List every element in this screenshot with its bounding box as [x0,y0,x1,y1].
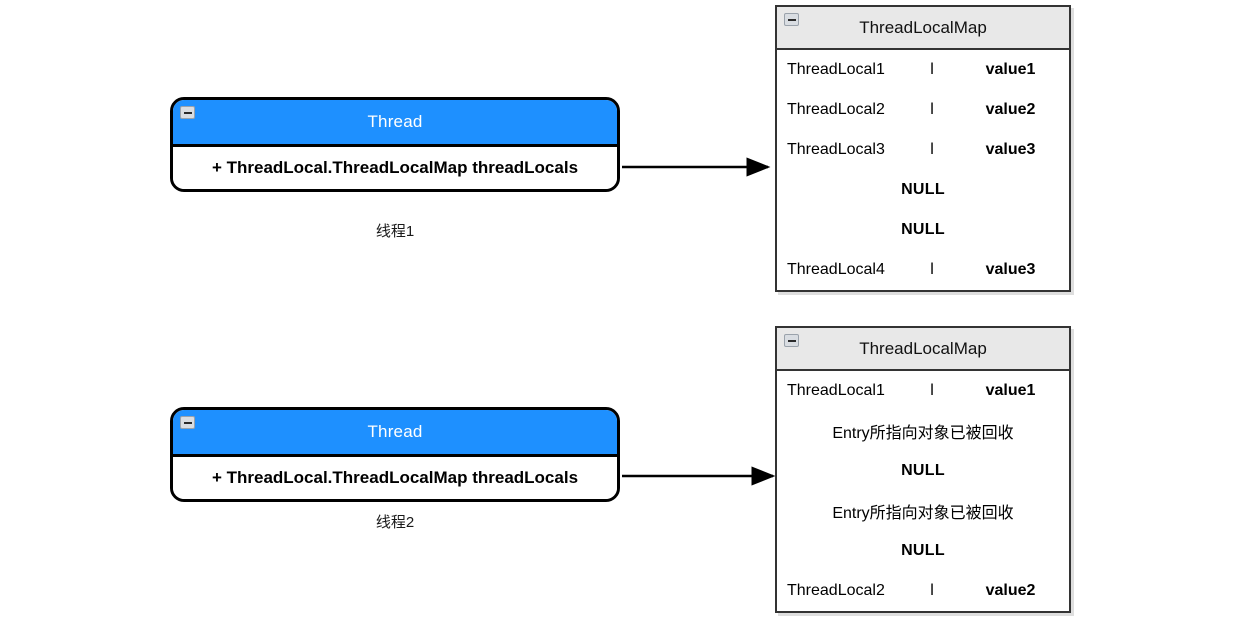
entry-value: value2 [985,582,1036,599]
thread-caption-2: 线程2 [375,514,415,531]
thread-body-2: + ThreadLocal.ThreadLocalMap threadLocal… [173,457,617,499]
threadlocalmap-box-2[interactable]: ThreadLocalMap ThreadLocal1 l value1 Ent… [775,326,1071,613]
thread-attribute: + ThreadLocal.ThreadLocalMap threadLocal… [211,158,579,177]
thread-title: Thread [367,422,423,441]
entry-value: value3 [985,261,1036,278]
entry-null: NULL [901,542,945,559]
threadlocalmap-title: ThreadLocalMap [859,17,987,37]
arrow-thread2-to-map2 [622,466,776,486]
entry-separator: l [930,261,934,278]
table-row: ThreadLocal4 l value3 [777,250,1069,290]
thread-attribute: + ThreadLocal.ThreadLocalMap threadLocal… [211,468,579,487]
thread-header-2: Thread [173,410,617,457]
entry-key: ThreadLocal2 [787,101,885,118]
entry-key: ThreadLocal1 [787,61,885,78]
table-row: NULL [777,451,1069,491]
thread-header-1: Thread [173,100,617,147]
entry-key: ThreadLocal4 [787,261,885,278]
entry-collected-note: Entry所指向对象已被回收 [832,505,1014,522]
minus-icon[interactable] [180,106,195,119]
entry-value: value1 [985,382,1036,399]
entry-null: NULL [901,221,945,238]
entry-separator: l [930,582,934,599]
table-row: NULL [777,210,1069,250]
entry-separator: l [930,382,934,399]
minus-icon[interactable] [180,416,195,429]
table-row: NULL [777,170,1069,210]
threadlocalmap-rows-2: ThreadLocal1 l value1 Entry所指向对象已被回收 NUL… [777,371,1069,611]
entry-key: ThreadLocal1 [787,382,885,399]
thread-title: Thread [367,112,423,131]
entry-null: NULL [901,181,945,198]
entry-key: ThreadLocal2 [787,582,885,599]
minus-icon[interactable] [784,334,799,347]
thread-caption-1: 线程1 [375,223,415,240]
entry-separator: l [930,101,934,118]
table-row: ThreadLocal2 l value2 [777,571,1069,611]
entry-separator: l [930,141,934,158]
entry-null: NULL [901,462,945,479]
table-row: Entry所指向对象已被回收 [777,491,1069,531]
table-row: ThreadLocal1 l value1 [777,50,1069,90]
entry-value: value2 [985,101,1036,118]
entry-collected-note: Entry所指向对象已被回收 [832,425,1014,442]
thread-body-1: + ThreadLocal.ThreadLocalMap threadLocal… [173,147,617,189]
entry-key: ThreadLocal3 [787,141,885,158]
threadlocalmap-header-1: ThreadLocalMap [777,7,1069,50]
table-row: ThreadLocal3 l value3 [777,130,1069,170]
entry-separator: l [930,61,934,78]
arrow-thread1-to-map1 [622,157,771,177]
thread-box-1[interactable]: Thread + ThreadLocal.ThreadLocalMap thre… [170,97,620,192]
threadlocalmap-title: ThreadLocalMap [859,338,987,358]
entry-value: value3 [985,141,1036,158]
table-row: Entry所指向对象已被回收 [777,411,1069,451]
thread-box-2[interactable]: Thread + ThreadLocal.ThreadLocalMap thre… [170,407,620,502]
threadlocalmap-rows-1: ThreadLocal1 l value1 ThreadLocal2 l val… [777,50,1069,290]
table-row: ThreadLocal1 l value1 [777,371,1069,411]
threadlocalmap-box-1[interactable]: ThreadLocalMap ThreadLocal1 l value1 Thr… [775,5,1071,292]
table-row: NULL [777,531,1069,571]
table-row: ThreadLocal2 l value2 [777,90,1069,130]
minus-icon[interactable] [784,13,799,26]
threadlocalmap-header-2: ThreadLocalMap [777,328,1069,371]
entry-value: value1 [985,61,1036,78]
